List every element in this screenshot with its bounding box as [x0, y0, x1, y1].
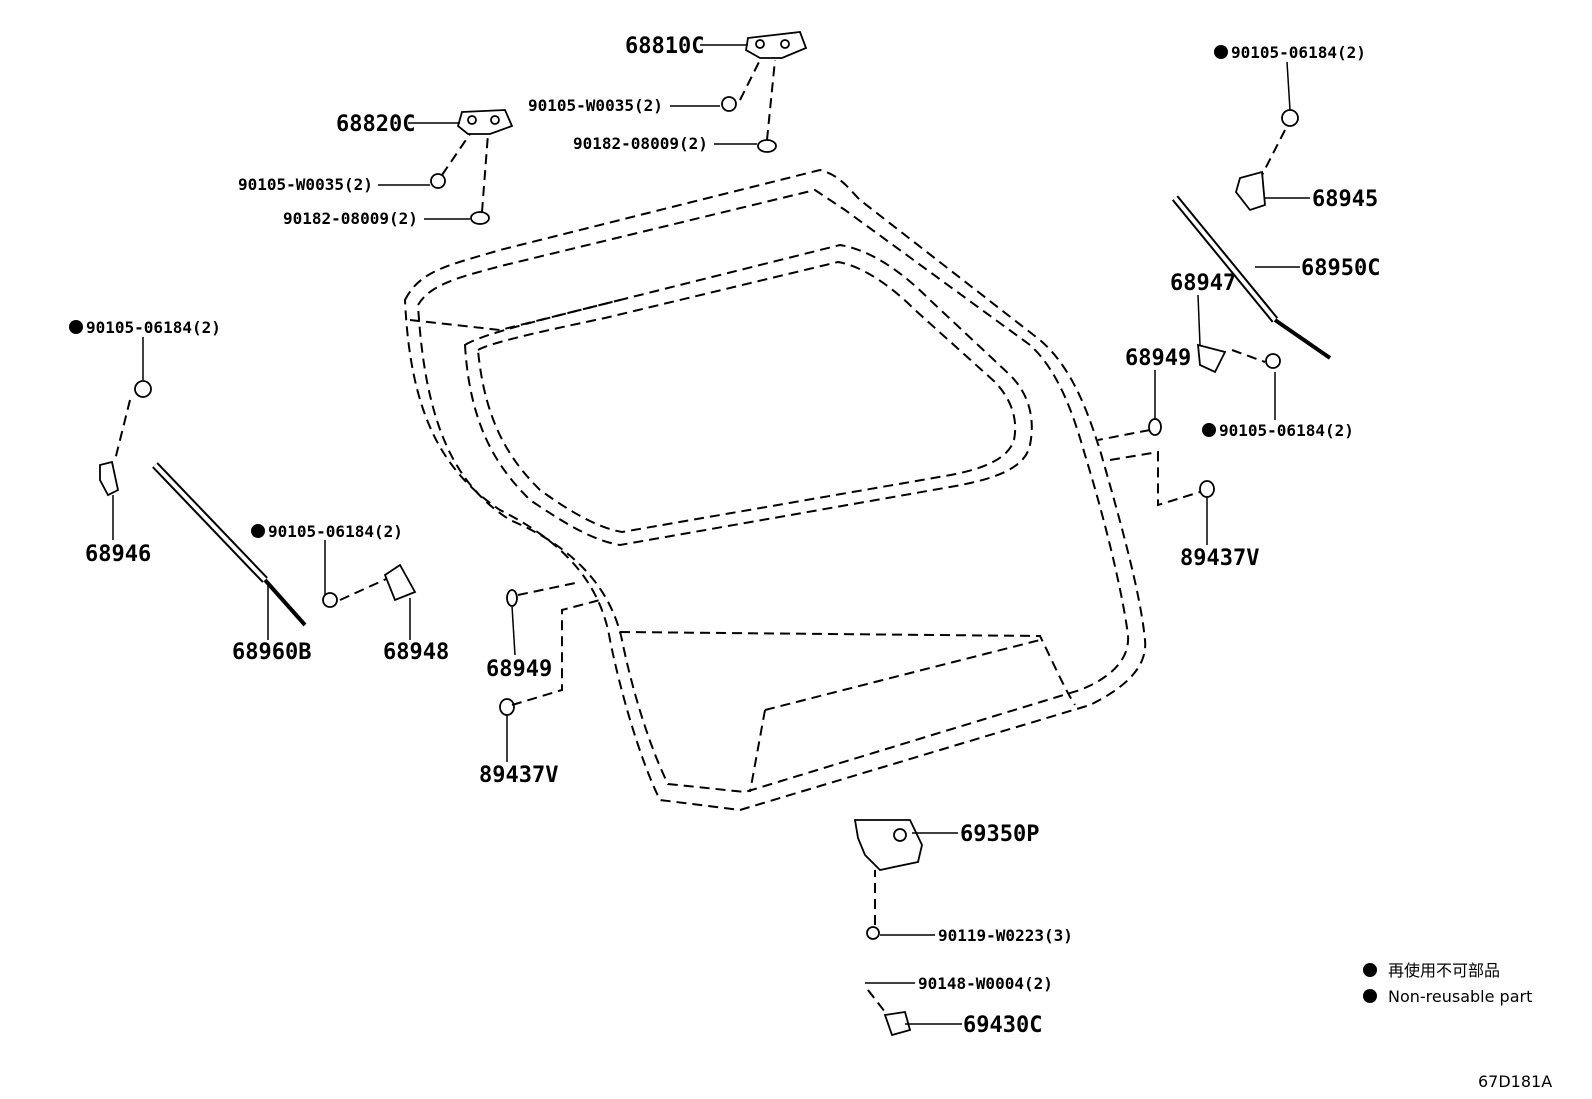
label-68947: 68947: [1170, 271, 1236, 296]
label-68946: 68946: [85, 542, 151, 567]
striker-69430c: [883, 1010, 912, 1037]
bolt-icon: [134, 96, 1299, 940]
label-90105-w0035-left: 90105-W0035(2): [238, 175, 373, 194]
label-90182-08009-top: 90182-08009(2): [573, 134, 708, 153]
label-90119-w0223: 90119-W0223(3): [938, 926, 1073, 945]
label-89437v-left: 89437V: [479, 763, 558, 788]
bracket-68946: [99, 460, 120, 497]
non-reusable-marker-icon: [69, 45, 1377, 1003]
hinge-68810c: [745, 31, 808, 59]
label-90105-06184-middle: 90105-06184(2): [268, 522, 403, 541]
label-68945: 68945: [1312, 187, 1378, 212]
label-68960b: 68960B: [232, 640, 311, 665]
label-90105-w0035-top: 90105-W0035(2): [528, 96, 663, 115]
legend-english: Non-reusable part: [1388, 987, 1532, 1006]
lock-assembly-69350p: [853, 819, 923, 871]
back-door-panel: [403, 168, 1147, 812]
legend-japanese: 再使用不可部品: [1388, 961, 1500, 980]
label-68948: 68948: [383, 640, 449, 665]
figure-id: 67D181A: [1478, 1072, 1552, 1091]
gas-strut-68960b: [152, 462, 307, 627]
hinge-68820c: [456, 109, 514, 135]
label-68949-right: 68949: [1125, 346, 1191, 371]
label-90105-06184-right: 90105-06184(2): [1219, 421, 1354, 440]
label-69350p: 69350P: [960, 822, 1039, 847]
label-68810c: 68810C: [625, 34, 704, 59]
bracket-68948: [383, 563, 417, 602]
leader-lines: [112, 44, 1310, 1025]
label-68950c: 68950C: [1301, 256, 1380, 281]
label-68949-left: 68949: [486, 657, 552, 682]
bracket-68945: [1235, 170, 1266, 212]
label-68820c: 68820C: [336, 112, 415, 137]
bracket-68947: [1196, 343, 1227, 374]
nut-icon: [470, 139, 1215, 716]
label-89437v-right: 89437V: [1180, 546, 1259, 571]
label-90182-08009-left: 90182-08009(2): [283, 209, 418, 228]
label-90105-06184-left: 90105-06184(2): [86, 318, 221, 337]
label-69430c: 69430C: [963, 1013, 1042, 1038]
gas-strut-68950c: [1171, 195, 1332, 360]
label-90148-w0004: 90148-W0004(2): [918, 974, 1053, 993]
label-90105-06184-top-right: 90105-06184(2): [1231, 43, 1366, 62]
